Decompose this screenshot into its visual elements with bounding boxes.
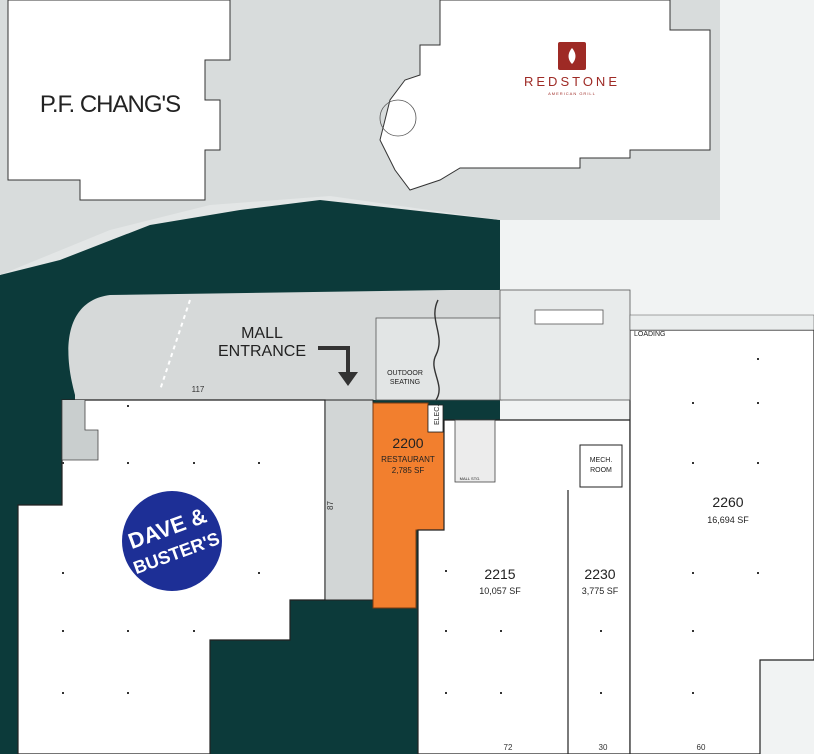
outdoor-seating-label-1: OUTDOOR xyxy=(387,370,423,377)
redstone-building xyxy=(379,0,711,191)
stair-core xyxy=(454,419,496,483)
dimension-72: 72 xyxy=(504,743,513,752)
pf-changs-logo: P.F. CHANG'S xyxy=(40,91,180,118)
mall-corridor xyxy=(324,399,374,601)
elec-room xyxy=(427,404,444,433)
arrow-down-icon xyxy=(318,346,358,386)
redstone-patio-circle xyxy=(379,99,417,137)
db-entry-notch xyxy=(61,400,99,461)
unit-2230-number: 2230 xyxy=(584,566,615,582)
mall-stg-label: MALL STG. xyxy=(460,476,481,481)
column-grid xyxy=(62,358,759,694)
curved-wall xyxy=(433,299,440,401)
dimension-87: 87 xyxy=(326,501,335,510)
unit-2215-number: 2215 xyxy=(484,566,515,582)
unit-2200-number: 2200 xyxy=(392,435,423,451)
unit-2260-number: 2260 xyxy=(712,494,743,510)
mall-entrance-label-1: MALL xyxy=(241,325,283,342)
dimension-117: 117 xyxy=(192,385,205,394)
dimension-60: 60 xyxy=(697,743,706,752)
redstone-tagline: AMERICAN GRILL xyxy=(548,91,596,96)
unit-2200-use: RESTAURANT xyxy=(381,455,435,464)
mech-room xyxy=(579,444,623,488)
unit-2260 xyxy=(629,329,814,754)
elec-label: ELEC. xyxy=(434,405,441,425)
unit-2200-sf: 2,785 SF xyxy=(392,466,425,475)
redstone-wordmark: REDSTONE xyxy=(524,74,620,89)
mech-room-label-1: MECH. xyxy=(590,457,613,464)
dimension-30: 30 xyxy=(599,743,608,752)
unit-2215-sf: 10,057 SF xyxy=(479,586,521,596)
dave-busters-logo xyxy=(122,491,222,591)
unit-2230-sf: 3,775 SF xyxy=(582,586,619,596)
service-block xyxy=(499,289,631,401)
outdoor-seating-label-2: SEATING xyxy=(390,379,420,386)
pf-changs-building xyxy=(7,0,231,201)
mech-room-label-2: ROOM xyxy=(590,467,612,474)
loading-label: LOADING xyxy=(634,331,666,338)
unit-2260-sf: 16,694 SF xyxy=(707,515,749,525)
mall-entrance-label-2: ENTRANCE xyxy=(218,343,306,360)
